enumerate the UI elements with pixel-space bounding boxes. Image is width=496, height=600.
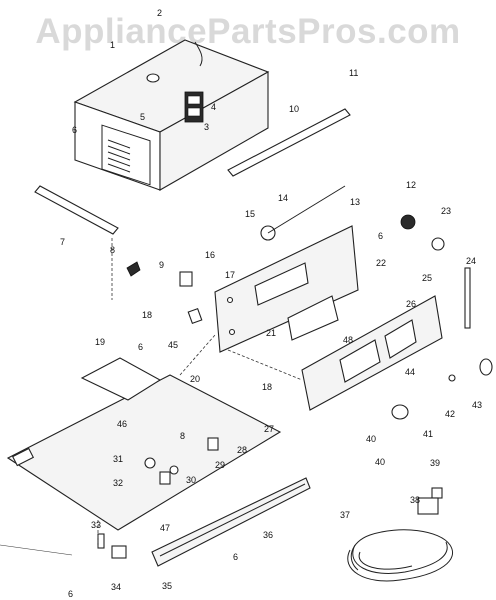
callout-9: 9 [159, 260, 164, 270]
callout-18: 18 [142, 310, 152, 320]
callout-23: 23 [441, 206, 451, 216]
callout-3: 3 [204, 122, 209, 132]
callout-41: 41 [423, 429, 433, 439]
callout-36: 36 [263, 530, 273, 540]
callout-5: 5 [140, 112, 145, 122]
callout-12: 12 [406, 180, 416, 190]
callout-33: 33 [91, 520, 101, 530]
callout-6d: 6 [233, 552, 238, 562]
callout-40a: 40 [366, 434, 376, 444]
strip-10 [227, 108, 351, 177]
small-parts [97, 185, 493, 559]
bottom-plate [6, 357, 282, 531]
callout-11: 11 [349, 68, 358, 78]
alignment-lines [0, 238, 303, 556]
callout-10: 10 [289, 104, 299, 114]
callout-22: 22 [376, 258, 386, 268]
callout-38: 38 [410, 495, 420, 505]
callout-37: 37 [340, 510, 350, 520]
callout-16: 16 [205, 250, 215, 260]
callout-40b: 40 [375, 457, 385, 467]
callout-31: 31 [113, 454, 123, 464]
wire-harness [347, 529, 453, 582]
callout-6e: 6 [68, 589, 73, 599]
callout-48: 48 [343, 335, 353, 345]
callout-26: 26 [406, 299, 416, 309]
watermark: AppliancePartsPros.com [35, 12, 461, 51]
callout-30: 30 [186, 475, 196, 485]
rod-left [34, 185, 119, 235]
callout-32: 32 [113, 478, 123, 488]
callout-39: 39 [430, 458, 440, 468]
callout-46: 46 [117, 419, 127, 429]
control-panel [214, 225, 359, 353]
callout-27: 27 [264, 424, 274, 434]
callout-8: 8 [110, 245, 115, 255]
callout-20: 20 [190, 374, 200, 384]
callout-6b: 6 [378, 231, 383, 241]
callout-6c: 6 [138, 342, 143, 352]
callout-6: 6 [72, 125, 77, 135]
callout-35: 35 [162, 581, 172, 591]
callout-25: 25 [422, 273, 432, 283]
callout-4: 4 [211, 102, 216, 112]
callout-24: 24 [466, 256, 476, 266]
callout-45: 45 [168, 340, 178, 350]
callout-34: 34 [111, 582, 121, 592]
callout-47: 47 [160, 523, 170, 533]
housing-box [73, 39, 270, 191]
callout-8b: 8 [180, 431, 185, 441]
callout-44: 44 [405, 367, 415, 377]
callout-21: 21 [266, 328, 276, 338]
callout-29: 29 [215, 460, 225, 470]
callout-2: 2 [157, 8, 162, 18]
callout-28: 28 [237, 445, 247, 455]
callout-42: 42 [445, 409, 455, 419]
callout-7: 7 [60, 237, 65, 247]
trim-panel [301, 295, 443, 411]
callout-labels: 1 2 3 4 5 6 7 8 9 10 11 12 13 14 15 16 1… [60, 8, 482, 599]
callout-13: 13 [350, 197, 360, 207]
bottom-rail [151, 477, 311, 567]
callout-18b: 18 [262, 382, 272, 392]
callout-14: 14 [278, 193, 288, 203]
callout-19: 19 [95, 337, 105, 347]
callout-17: 17 [225, 270, 235, 280]
callout-1: 1 [110, 40, 115, 50]
callout-15: 15 [245, 209, 255, 219]
callout-43: 43 [472, 400, 482, 410]
